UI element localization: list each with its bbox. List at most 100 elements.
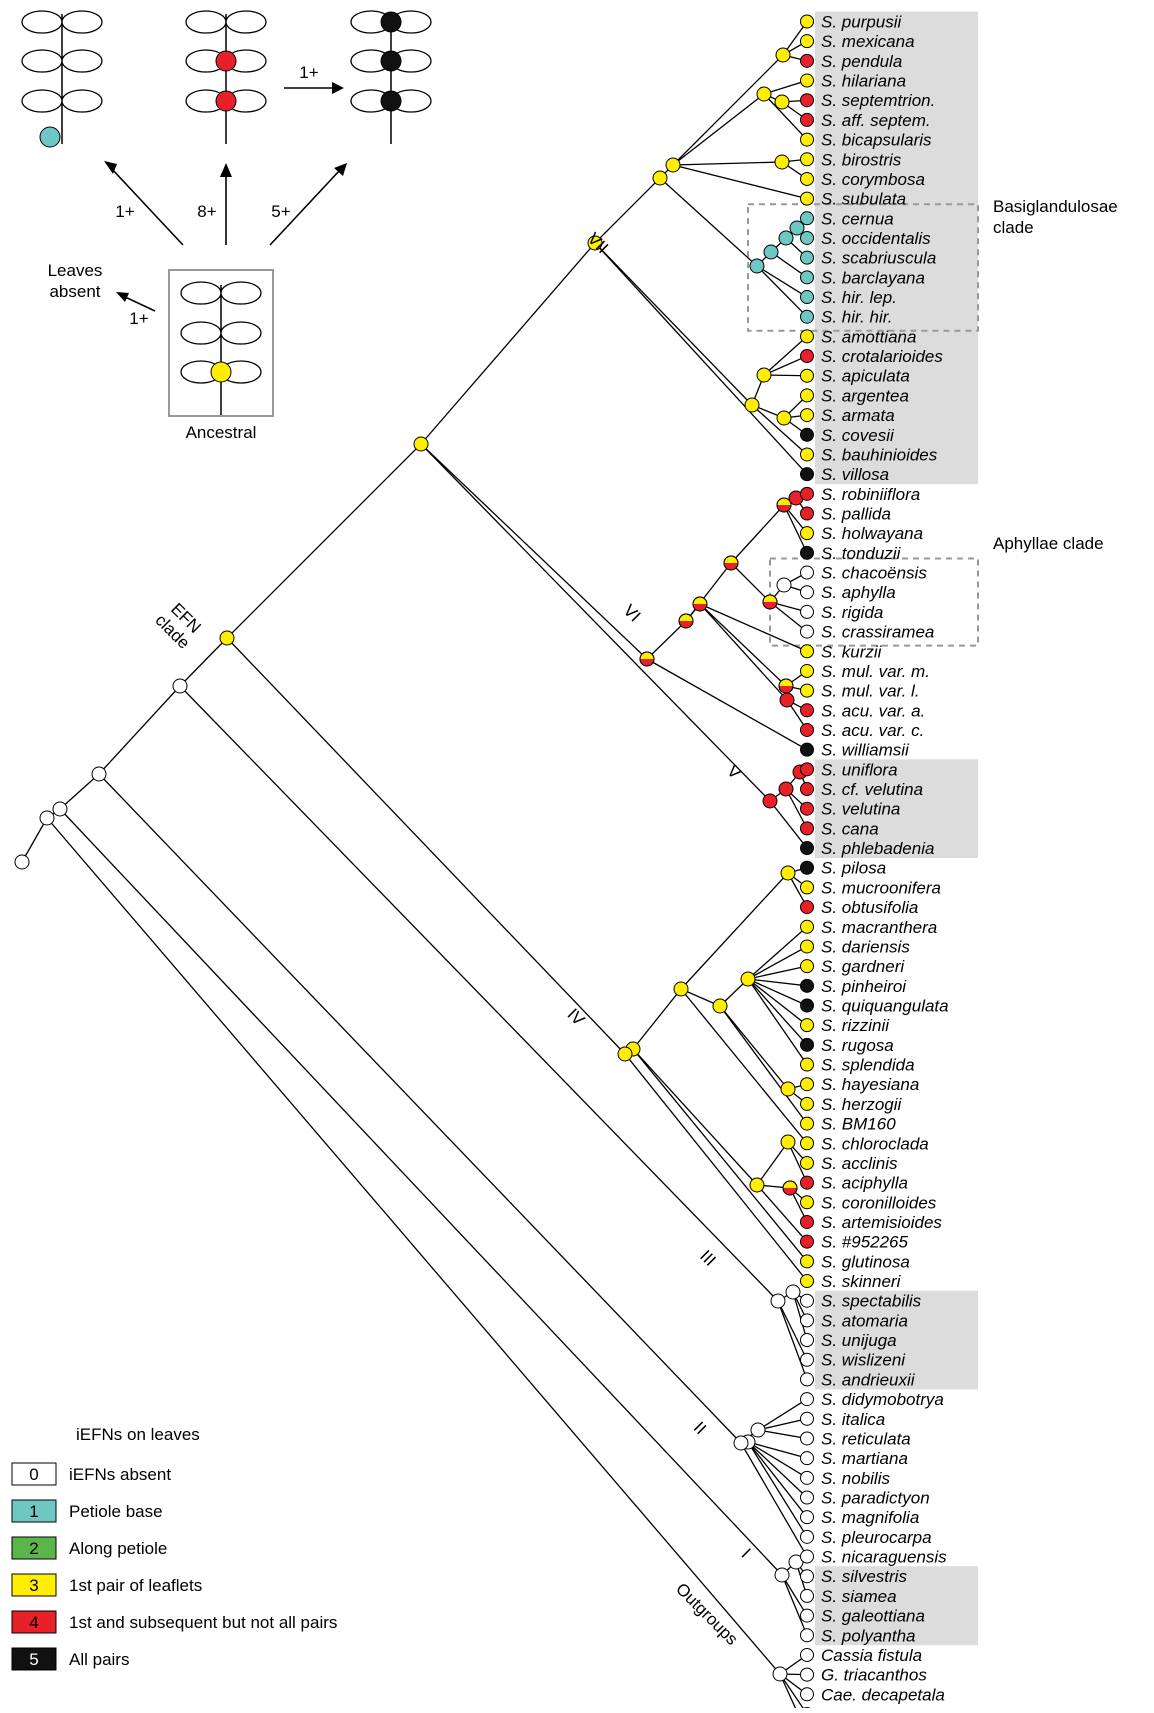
tip-label-s-hayesiana: S. hayesiana xyxy=(821,1075,919,1094)
tree-branch xyxy=(646,620,687,660)
tree-branch xyxy=(594,242,808,475)
tip-label-s-holwayana: S. holwayana xyxy=(821,524,923,543)
tip-label-s-siamea: S. siamea xyxy=(821,1587,897,1606)
tip-state-marker xyxy=(800,1490,814,1505)
tip-state-marker xyxy=(800,841,814,856)
tip-state-marker xyxy=(800,1451,814,1466)
tree-branch xyxy=(747,1441,808,1518)
ancestral-state-node xyxy=(91,766,107,782)
ancestral-state-node xyxy=(172,678,188,694)
tip-state-marker xyxy=(800,506,814,521)
tip-state-marker xyxy=(800,722,814,737)
tip-state-marker xyxy=(800,349,814,364)
legend-swatch-5 xyxy=(11,1647,57,1671)
clade-shading-band xyxy=(815,759,978,859)
tree-branch xyxy=(420,242,596,445)
tip-state-marker xyxy=(800,93,814,108)
tip-label-s-952265: S. #952265 xyxy=(821,1233,909,1252)
tree-branch xyxy=(719,1005,808,1124)
legend-label: 1st pair of leaflets xyxy=(69,1576,202,1595)
tip-label-s-crotalarioides: S. crotalarioides xyxy=(821,347,943,366)
tip-state-marker xyxy=(800,1136,814,1151)
tip-label-s-kurzii: S. kurzii xyxy=(821,642,883,661)
tip-state-marker xyxy=(800,1274,814,1289)
tip-state-marker xyxy=(800,683,814,698)
tree-branch xyxy=(226,443,422,639)
clade-numeral-i: I xyxy=(737,1545,754,1562)
tip-label-s-pilosa: S. pilosa xyxy=(821,859,886,878)
basiglandulosae-box xyxy=(747,203,979,332)
tip-state-marker xyxy=(800,1470,814,1485)
ancestral-state-node xyxy=(639,651,655,667)
clade-numeral-ii: II xyxy=(690,1418,710,1438)
tip-label-s-cana: S. cana xyxy=(821,819,879,838)
tree-branch xyxy=(777,1300,808,1361)
tip-state-marker xyxy=(800,250,814,265)
tree-branch xyxy=(747,978,808,987)
tip-label-s-armata: S. armata xyxy=(821,406,895,425)
tip-state-marker xyxy=(800,388,814,403)
tip-label-s-unijuga: S. unijuga xyxy=(821,1331,897,1350)
tip-label-s-velutina: S. velutina xyxy=(821,800,900,819)
tree-branch xyxy=(730,562,771,603)
ancestral-state-node xyxy=(723,555,739,571)
tip-state-marker xyxy=(800,801,814,816)
ancestral-state-node xyxy=(750,1422,766,1438)
tip-state-marker xyxy=(800,112,814,127)
tip-label-s-mexicana: S. mexicana xyxy=(821,32,915,51)
tip-state-marker xyxy=(800,782,814,797)
tip-state-marker xyxy=(800,1155,814,1170)
tip-state-marker xyxy=(800,1116,814,1131)
ancestral-state-node xyxy=(779,692,795,708)
clade-dashed-boxes xyxy=(747,203,979,647)
transition-to-petiole: 1+ xyxy=(115,202,134,221)
tip-label-s-acclinis: S. acclinis xyxy=(821,1154,898,1173)
tip-state-marker xyxy=(800,1411,814,1426)
ancestral-state-node xyxy=(756,86,772,102)
tree-branch xyxy=(46,817,781,1675)
tip-state-marker xyxy=(800,53,814,68)
ancestral-label: Ancestral xyxy=(186,423,257,442)
tree-branch xyxy=(98,773,742,1444)
ancestral-state-node xyxy=(740,971,756,987)
tip-label-s-bm160: S. BM160 xyxy=(821,1115,896,1134)
tip-state-marker xyxy=(800,624,814,639)
tree-branch xyxy=(672,164,808,200)
arrow-to-absent xyxy=(122,295,156,312)
tree-branch xyxy=(747,1441,808,1479)
tip-state-marker xyxy=(800,290,814,305)
tip-state-marker xyxy=(800,408,814,423)
tree-branch xyxy=(594,177,661,244)
ancestral-state-node xyxy=(14,854,30,870)
transition-to-first-pairs: 8+ xyxy=(197,202,216,221)
tip-state-marker xyxy=(800,1057,814,1072)
tip-state-marker xyxy=(800,1431,814,1446)
tip-label-s-apiculata: S. apiculata xyxy=(821,367,910,386)
tree-branch xyxy=(699,603,808,652)
tip-state-marker xyxy=(800,1037,814,1052)
tip-state-marker xyxy=(800,1529,814,1544)
tip-label-s-wislizeni: S. wislizeni xyxy=(821,1351,906,1370)
tree-branch xyxy=(751,404,808,455)
legend-code: 0 xyxy=(29,1465,38,1484)
tree-branch xyxy=(632,1048,808,1262)
ancestral-state-node xyxy=(772,1666,788,1682)
tip-state-marker xyxy=(800,1195,814,1210)
ancestral-state-node xyxy=(749,258,765,274)
ancestral-leaf-icon xyxy=(180,281,262,415)
tip-state-marker xyxy=(800,211,814,226)
tip-state-marker xyxy=(800,467,814,482)
tip-state-marker xyxy=(800,1234,814,1249)
tree-branch xyxy=(179,685,779,1302)
tree-branch xyxy=(763,355,808,376)
tree-branch xyxy=(757,1398,808,1431)
ancestral-state-node xyxy=(774,154,790,170)
tip-label-s-subulata: S. subulata xyxy=(821,190,906,209)
tip-state-marker xyxy=(800,1077,814,1092)
tree-branch xyxy=(781,1574,808,1616)
tip-label-s-occidentalis: S. occidentalis xyxy=(821,229,931,248)
ancestral-state-node xyxy=(778,230,794,246)
legend-label: Petiole base xyxy=(69,1502,163,1521)
tree-branch xyxy=(719,1005,789,1090)
